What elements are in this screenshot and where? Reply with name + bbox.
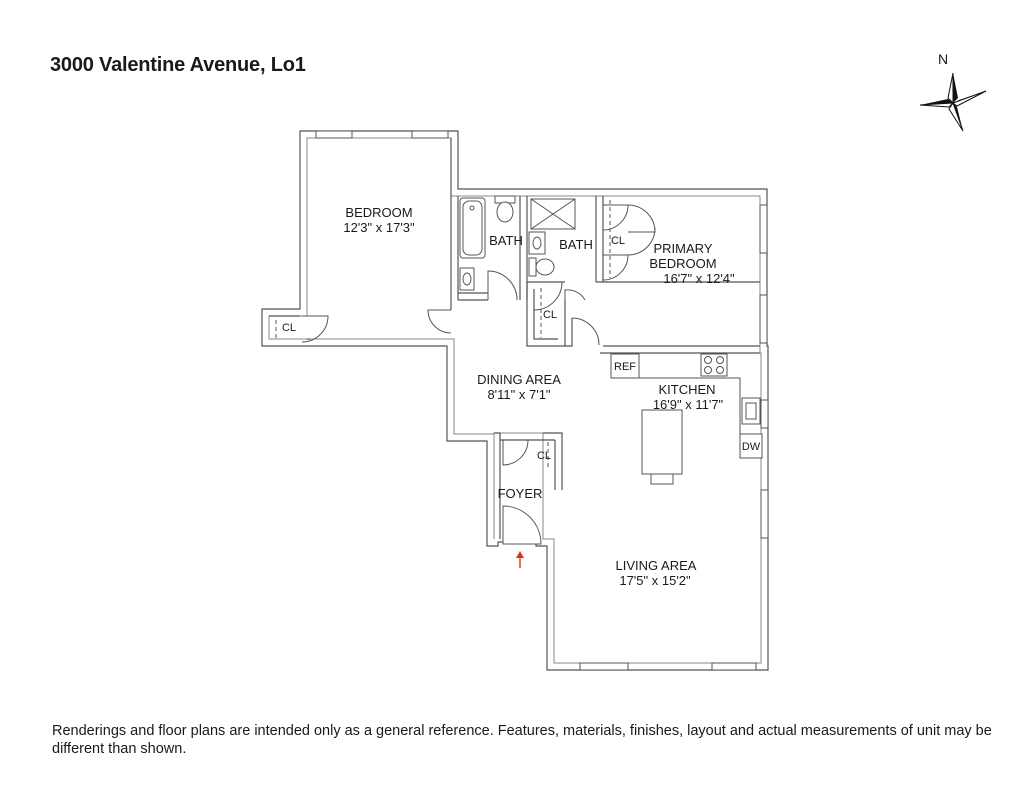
bath1-name: BATH <box>489 233 523 248</box>
hall-closet-label: CL <box>543 309 557 321</box>
living-area-name: LIVING AREA <box>616 558 697 573</box>
toilet-icon <box>494 195 516 223</box>
entry-arrow-icon <box>516 551 524 568</box>
interior-walls <box>269 138 760 539</box>
dishwasher-label: DW <box>742 441 761 453</box>
doors <box>301 204 656 545</box>
kitchen-sink-icon <box>741 397 761 425</box>
disclaimer-text: Renderings and floor plans are intended … <box>52 723 992 757</box>
sink-icon <box>459 267 475 291</box>
bath2-name: BATH <box>559 237 593 252</box>
compass-north-label: N <box>938 51 948 67</box>
windows <box>315 130 769 671</box>
stove-icon <box>700 353 728 377</box>
living-area-size: 17'5" x 15'2" <box>619 573 691 588</box>
closet-hanging-rods <box>275 200 611 470</box>
refrigerator-label: REF <box>614 361 636 373</box>
kitchen-size: 16'9" x 11'7" <box>653 397 724 412</box>
primary-bedroom-name-2: BEDROOM <box>649 256 716 271</box>
bedroom-name: BEDROOM <box>345 205 412 220</box>
kitchen-island <box>641 409 683 485</box>
foyer-name: FOYER <box>498 486 543 501</box>
primary-closet-label: CL <box>611 235 625 247</box>
bedroom-size: 12'3" x 17'3" <box>343 220 415 235</box>
dining-area-size: 8'11" x 7'1" <box>487 387 550 402</box>
bedroom-closet-label: CL <box>282 322 296 334</box>
dining-area-name: DINING AREA <box>477 372 561 387</box>
refrigerator-icon <box>610 353 640 379</box>
foyer-closet-label: CL <box>537 450 551 462</box>
primary-bedroom-name-1: PRIMARY <box>654 241 713 256</box>
shower-icon <box>530 198 576 230</box>
bathtub-icon <box>459 197 486 259</box>
kitchen-name: KITCHEN <box>658 382 715 397</box>
dishwasher-icon <box>739 433 763 459</box>
primary-bedroom-size: 16'7" x 12'4" <box>663 271 735 286</box>
compass-rose-icon: N <box>919 51 987 132</box>
toilet-icon-2 <box>528 257 555 277</box>
page-title: 3000 Valentine Avenue, Lo1 <box>50 54 306 76</box>
vanity-sink-icon <box>528 231 546 255</box>
